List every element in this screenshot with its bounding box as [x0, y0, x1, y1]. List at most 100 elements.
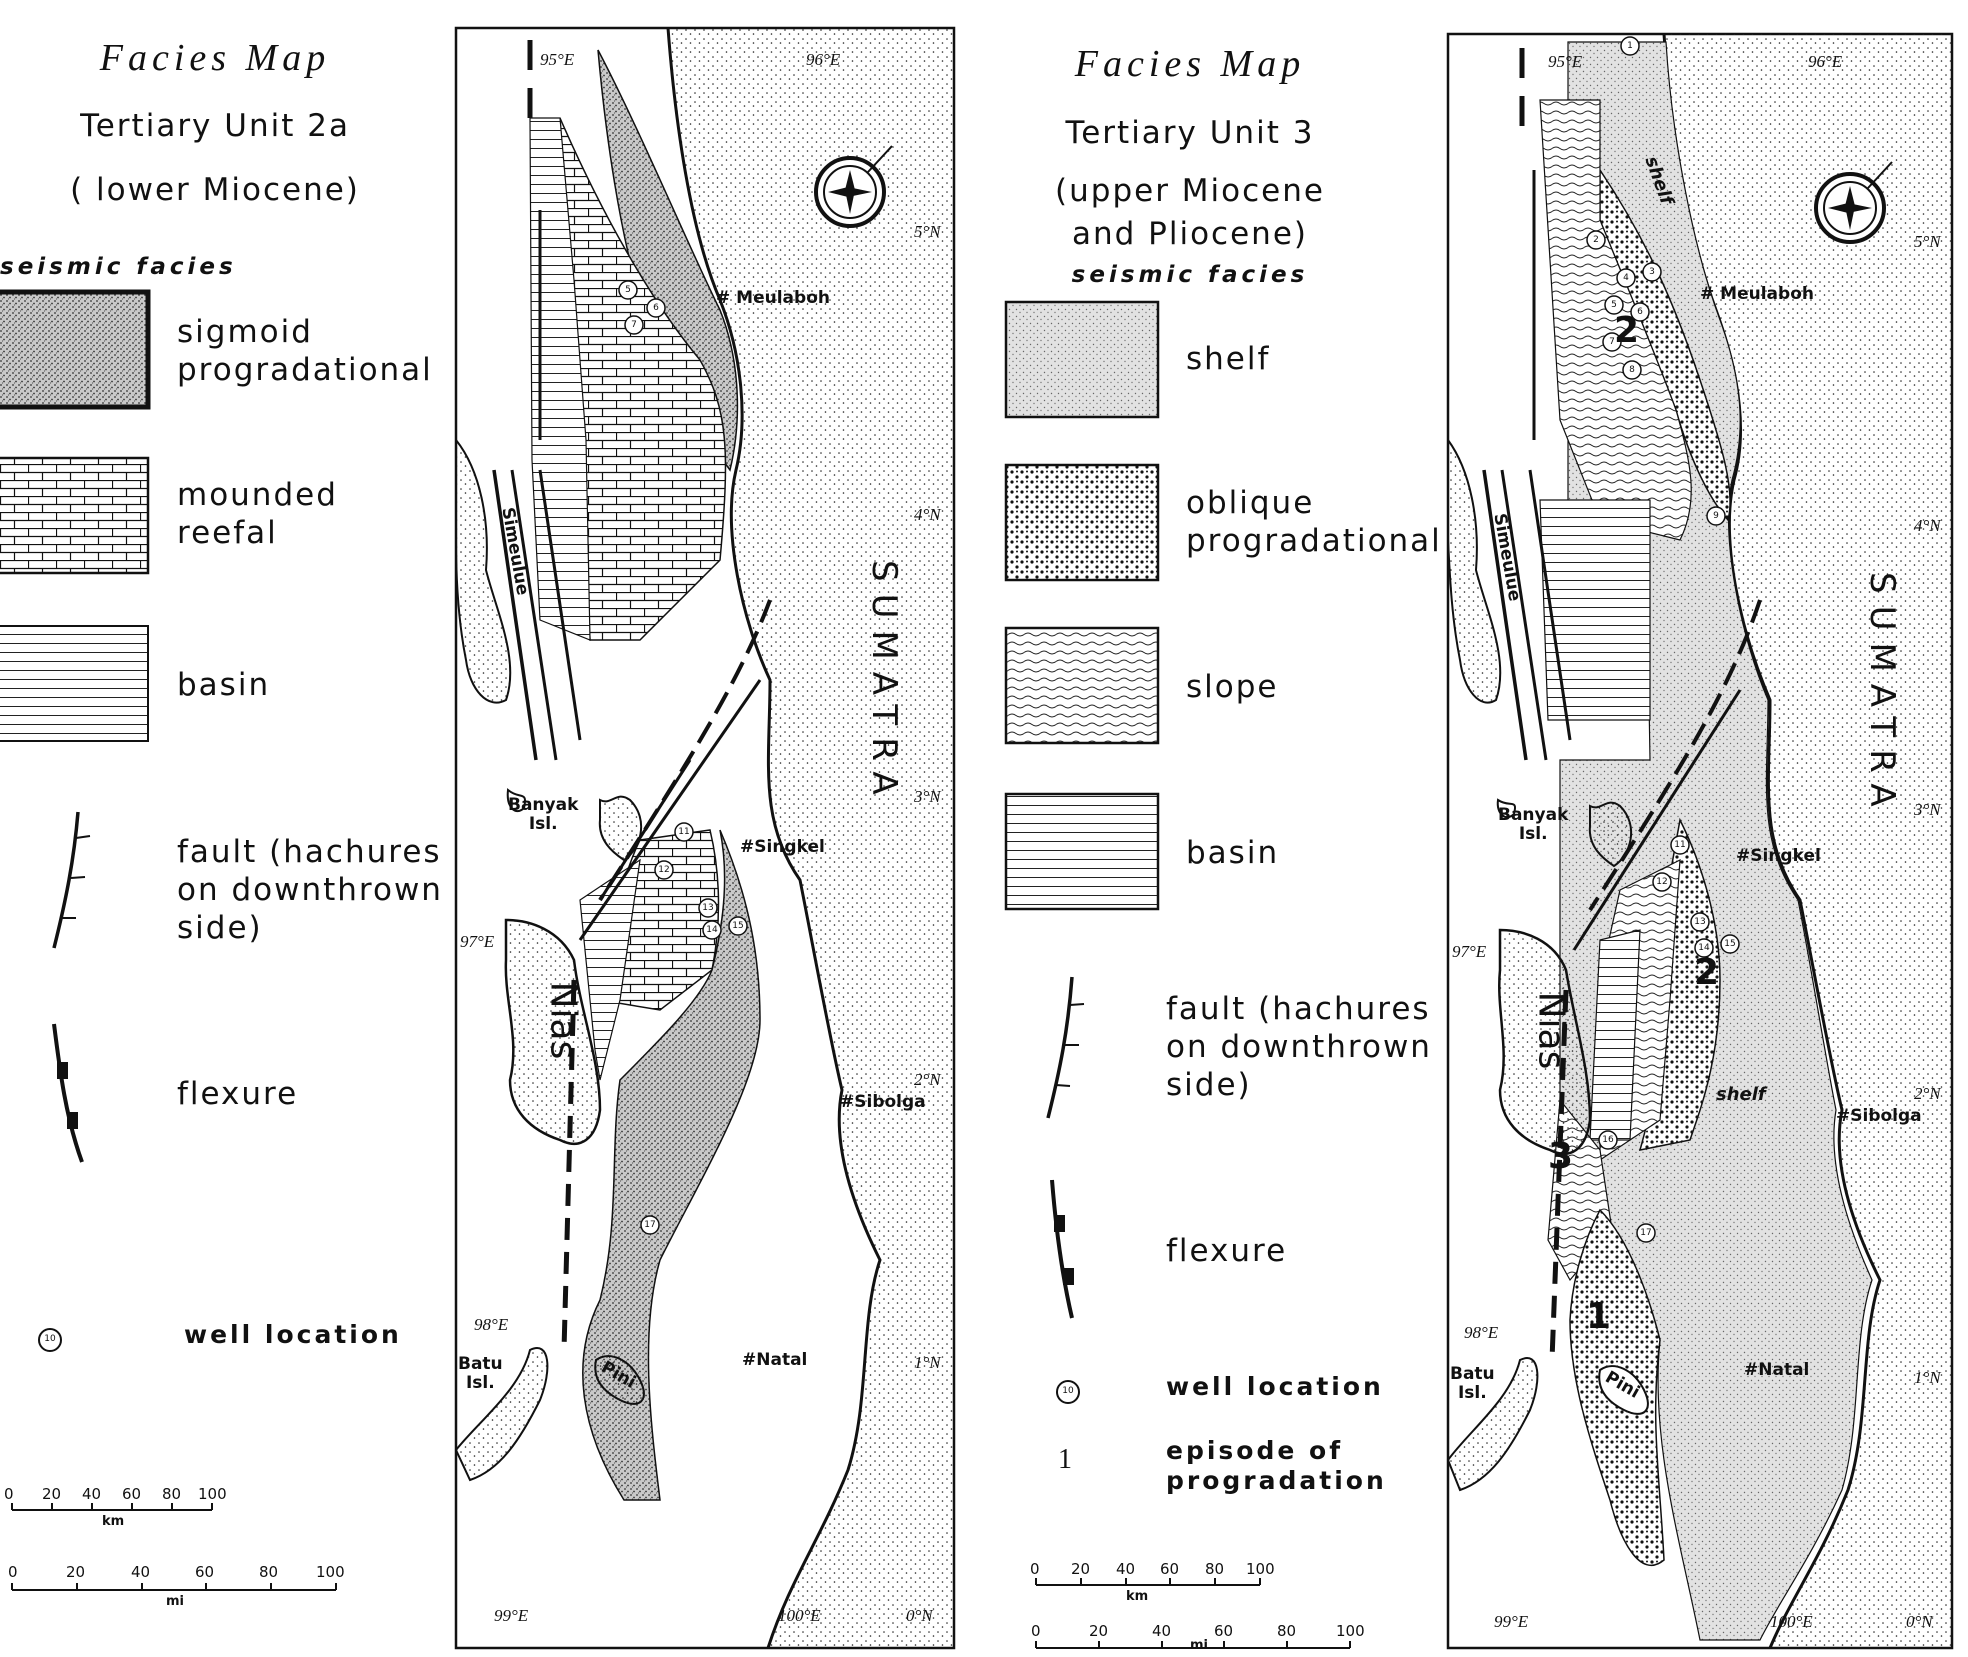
right-legend-fault-label: fault (hachures on downthrown side) — [1166, 991, 1432, 1103]
map1-faults — [492, 40, 772, 1351]
map1-place-singkel: #Singkel — [740, 837, 825, 857]
map1-lat-2: 2°N — [914, 1070, 941, 1089]
map2-well-1: 1 — [1627, 41, 1633, 51]
right-scale-mi-20: 20 — [1089, 1622, 1109, 1640]
right-legend-slope-label: slope — [1186, 669, 1279, 705]
map2-well-16: 16 — [1602, 1135, 1614, 1145]
left-facies-header: seismic facies — [0, 254, 237, 280]
map2-lon-97: 97°E — [1452, 942, 1487, 961]
right-scale-mi-40: 40 — [1152, 1622, 1172, 1640]
map2-well-5: 5 — [1611, 300, 1617, 310]
right-legend-flexure-label: flexure — [1166, 1233, 1288, 1269]
map1-lat-0: 0°N — [906, 1606, 933, 1625]
left-scale-km-40: 40 — [82, 1485, 102, 1503]
left-well-label: well location — [184, 1320, 402, 1349]
map2-well-6: 6 — [1637, 307, 1643, 317]
right-scale-km-0: 0 — [1030, 1560, 1040, 1578]
map2-episode-3: 3 — [1548, 1136, 1574, 1177]
map1-sumatra-label: SUMATRA — [864, 560, 904, 807]
left-scale-mi-60: 60 — [195, 1563, 215, 1581]
map1-place-natal: #Natal — [742, 1350, 808, 1370]
map2-singkel-label: Singkel — [1750, 846, 1821, 866]
map1-wells — [618, 145, 893, 1235]
right-scale-mi-unit: mi — [1190, 1638, 1209, 1653]
map1-facies — [529, 49, 761, 1501]
right-well-label: well location — [1166, 1372, 1384, 1401]
left-scale-km-60: 60 — [122, 1485, 142, 1503]
left-scale-mi-0: 0 — [8, 1563, 18, 1581]
map2-well-14: 14 — [1698, 943, 1710, 953]
right-scale-km-60: 60 — [1160, 1560, 1180, 1578]
left-scale-km-20: 20 — [42, 1485, 62, 1503]
map2-faults — [1482, 48, 1762, 1361]
map2-natal-label: Natal — [1758, 1360, 1810, 1380]
left-age: ( lower Miocene) — [70, 172, 360, 208]
left-scale-km-unit: km — [102, 1514, 125, 1529]
right-scale-mi-100: 100 — [1336, 1622, 1365, 1640]
map1-natal-label: Natal — [756, 1350, 808, 1370]
map2-place-natal: #Natal — [1744, 1360, 1810, 1380]
map2-island-banyak: Banyak Isl. — [1498, 805, 1569, 844]
map2-lat-2: 2°N — [1914, 1084, 1941, 1103]
map1-sibolga-label: Sibolga — [854, 1092, 926, 1112]
map1-singkel-label: Singkel — [754, 837, 825, 857]
right-scale-mi-80: 80 — [1277, 1622, 1297, 1640]
map2-well-11: 11 — [1674, 840, 1686, 850]
right-age-line2: and Pliocene) — [1072, 216, 1308, 252]
right-scale-km-20: 20 — [1071, 1560, 1091, 1578]
map1-lat-1: 1°N — [914, 1353, 941, 1372]
map1-well-6: 6 — [653, 303, 659, 313]
right-episode-number: 1 — [1058, 1444, 1072, 1475]
map2-well-4: 4 — [1623, 273, 1629, 283]
left-scale-km-0: 0 — [4, 1485, 14, 1503]
map2-lon-96: 96°E — [1808, 52, 1843, 71]
left-scale-mi-unit: mi — [166, 1594, 185, 1609]
map1-lon-97: 97°E — [460, 932, 495, 951]
map2-episode-2-south: 2 — [1694, 952, 1720, 993]
map2-island-nias: Nias — [1530, 991, 1572, 1070]
right-scale-mi-0: 0 — [1031, 1622, 1041, 1640]
map2-place-singkel: #Singkel — [1736, 846, 1821, 866]
right-legend-swatches — [1004, 300, 1351, 1649]
map1-well-5: 5 — [625, 285, 631, 295]
map1-well-15: 15 — [732, 921, 744, 931]
map2-well-17: 17 — [1640, 1228, 1652, 1238]
map2-lat-5: 5°N — [1914, 232, 1941, 251]
right-scale-mi-60: 60 — [1214, 1622, 1234, 1640]
map1-well-17: 17 — [644, 1220, 656, 1230]
map2-wells — [1586, 36, 1893, 1243]
map1-meulaboh-label: Meulaboh — [736, 288, 830, 308]
map2-well-7: 7 — [1609, 337, 1615, 347]
map2-well-9: 9 — [1713, 511, 1719, 521]
map1-lon-100: 100°E — [778, 1606, 821, 1625]
right-facies-header: seismic facies — [1071, 262, 1309, 288]
map2-sibolga-label: Sibolga — [1850, 1106, 1922, 1126]
left-well-icon-number: 10 — [44, 1334, 56, 1344]
map2-island-batu: Batu Isl. — [1450, 1364, 1495, 1403]
map2-well-12: 12 — [1656, 877, 1668, 887]
left-unit: Tertiary Unit 2a — [80, 108, 350, 144]
right-legend-basin-label: basin — [1186, 835, 1280, 871]
right-episode-label: episode of progradation — [1166, 1436, 1387, 1495]
map1-well-13: 13 — [702, 903, 714, 913]
left-scale-mi-80: 80 — [259, 1563, 279, 1581]
map2-well-8: 8 — [1629, 365, 1635, 375]
left-scale-km-100: 100 — [198, 1485, 227, 1503]
map1-lon-99: 99°E — [494, 1606, 529, 1625]
map1-islands — [454, 437, 645, 1482]
map2-lat-4: 4°N — [1914, 516, 1941, 535]
map1-place-sibolga: #Sibolga — [840, 1092, 926, 1112]
map1-lat-3: 3°N — [914, 787, 941, 806]
right-legend-oblique-label: oblique progradational — [1186, 485, 1442, 559]
map1-sea-and-coast — [666, 27, 954, 1649]
map1-island-nias: Nias — [542, 981, 584, 1060]
map1-lon-98: 98°E — [474, 1315, 509, 1334]
right-well-icon-number: 10 — [1062, 1386, 1074, 1396]
map2-well-15: 15 — [1724, 939, 1736, 949]
map2-well-2: 2 — [1593, 235, 1599, 245]
map1-place-meulaboh: # Meulaboh — [716, 288, 830, 308]
map2-lon-95: 95°E — [1548, 52, 1583, 71]
map2-lon-100: 100°E — [1770, 1612, 1813, 1631]
